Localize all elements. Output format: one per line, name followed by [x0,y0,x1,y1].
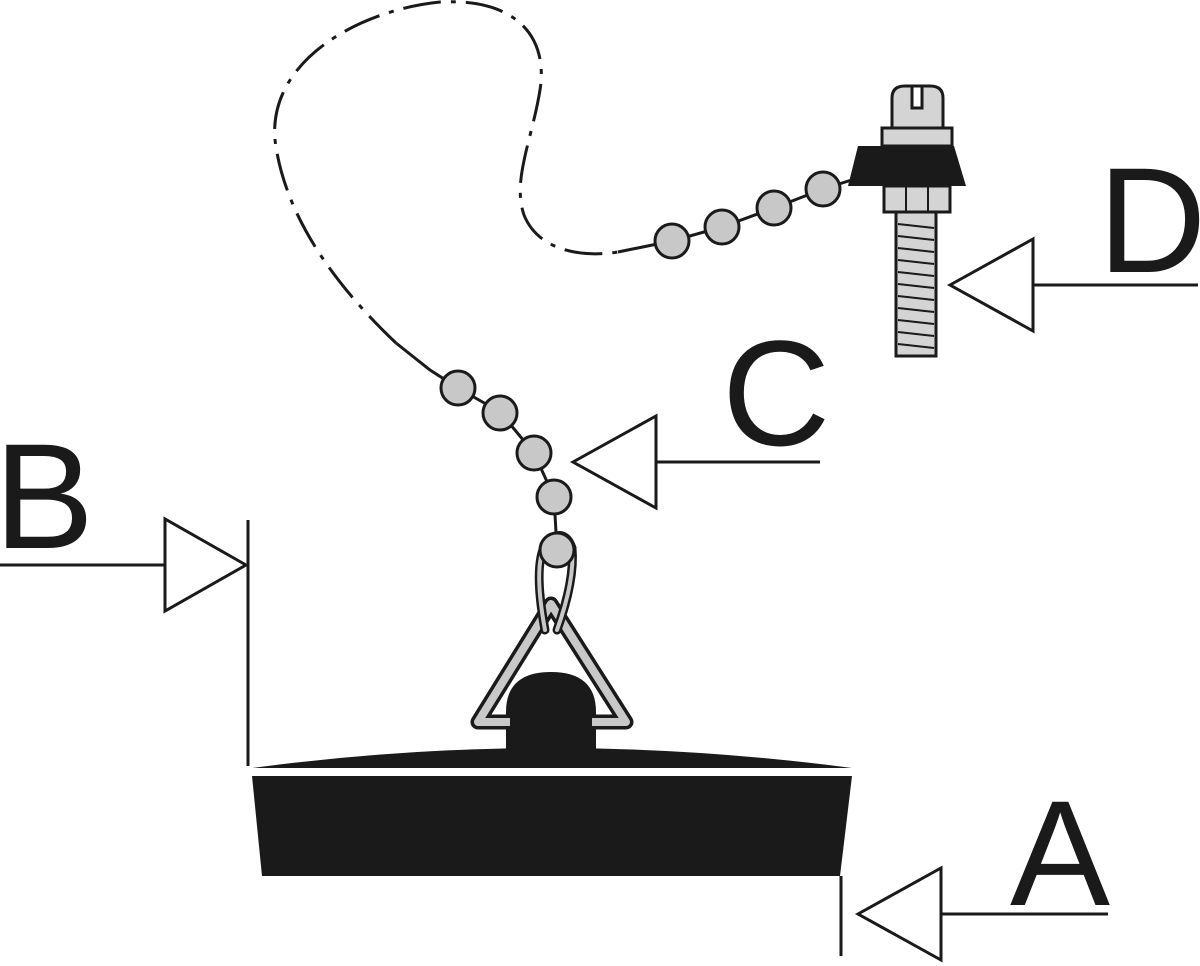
callout-c-arrowhead [569,413,658,511]
callout-a-arrow [839,865,1108,963]
chain-bead [755,189,793,227]
callout-a-arrowhead [854,865,943,963]
rubber-washer [848,146,966,186]
callout-d-arrow [946,236,1198,334]
screw-washer [880,126,954,148]
callout-c-arrow [569,413,820,511]
chain-bead [535,478,573,516]
callout-b-arrowhead [163,516,250,614]
chain-bead [703,208,741,246]
callout-d-arrowhead [946,236,1035,334]
chain-bead [439,369,477,407]
chain-continuation-path [273,0,619,345]
label-b: B [0,412,94,580]
screw-nut [882,184,952,214]
chain-bead [804,170,842,208]
label-d: D [1098,136,1200,304]
chain-bead [481,394,519,432]
stopper-dome [252,748,852,768]
callout-b-arrow [0,516,250,766]
triangle-ring [470,596,634,752]
screw-slot [910,84,924,110]
chain-bead [515,434,553,472]
chain-bead [653,222,691,260]
stopper-plug [252,672,852,876]
stopper-body [252,776,852,876]
chain-bead [538,531,576,569]
label-c: C [722,309,830,477]
overflow-screw-anchor [848,84,966,358]
label-a: A [1010,769,1110,937]
bead-chain [273,0,859,569]
